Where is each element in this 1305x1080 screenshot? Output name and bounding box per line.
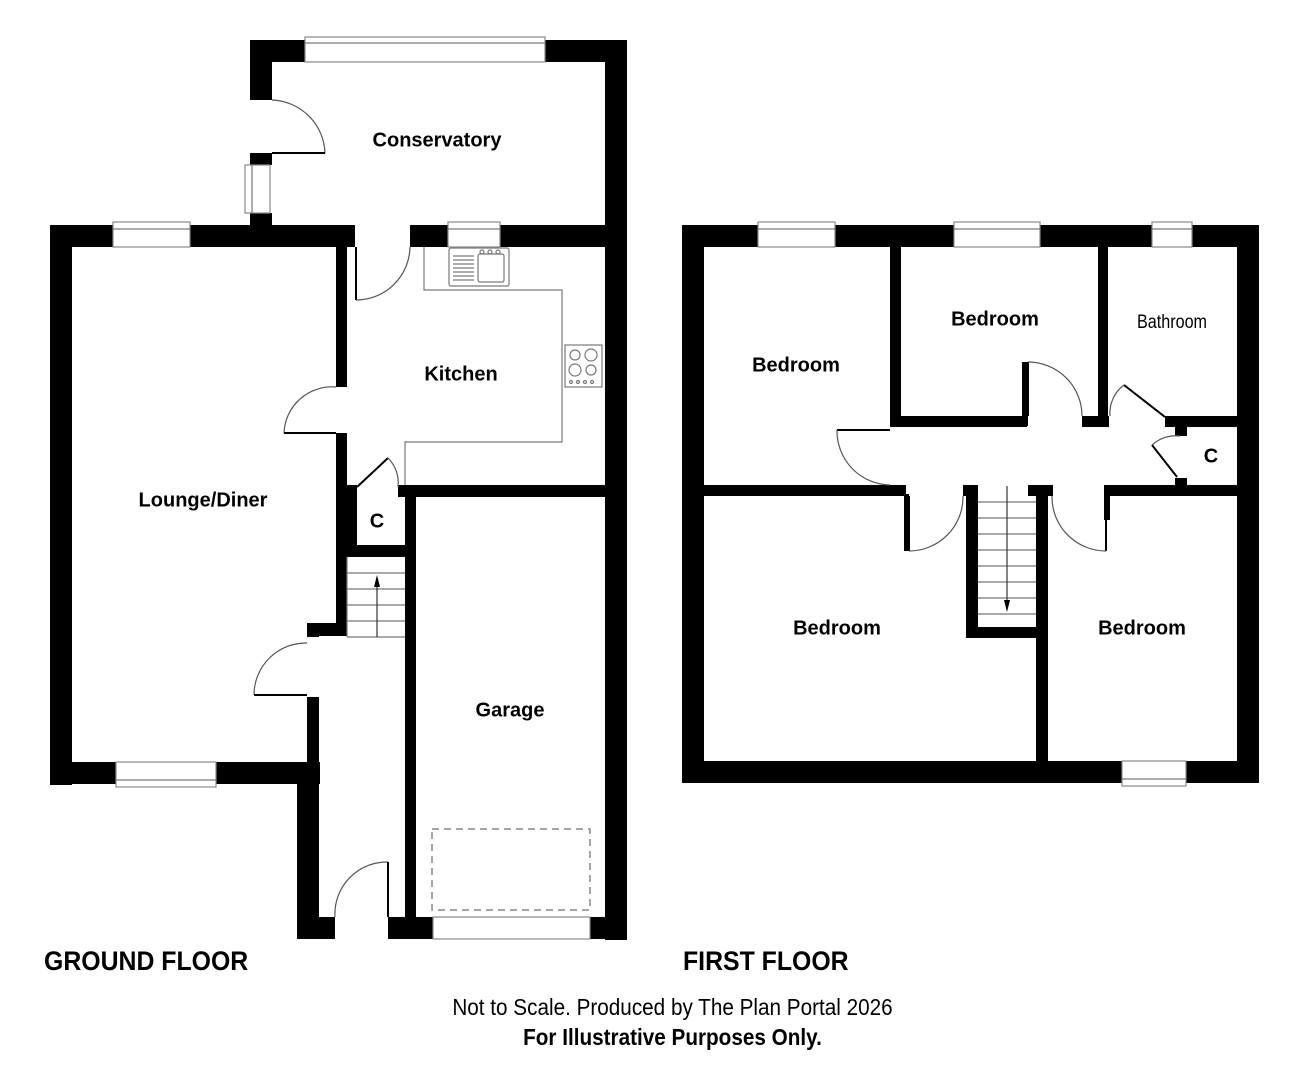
room-label-bedroom-bottom-right: Bedroom	[1098, 617, 1186, 640]
ground-floor-windows	[112, 36, 591, 940]
sink-bowl-icon	[477, 253, 505, 283]
ground-floor-walls	[50, 40, 627, 940]
first-floor-title: FIRST FLOOR	[683, 946, 849, 976]
first-floor-doors	[836, 361, 1181, 552]
ground-floor-title: GROUND FLOOR	[44, 946, 249, 976]
stairs-down-arrow-icon	[1004, 600, 1010, 612]
room-label-bedroom-bottom-left: Bedroom	[793, 617, 881, 640]
room-label-cupboard-ground: C	[369, 510, 385, 533]
first-floor-windows	[757, 221, 1193, 787]
sink-drainer-icon	[453, 255, 474, 281]
room-label-conservatory: Conservatory	[372, 129, 502, 152]
kitchen-fixtures	[404, 247, 603, 485]
ground-floor-stairs	[346, 557, 405, 638]
room-label-garage: Garage	[475, 699, 545, 722]
stairs-up-arrow-icon	[374, 575, 380, 587]
room-label-kitchen: Kitchen	[424, 363, 498, 386]
first-floor-walls	[682, 225, 1259, 783]
illustrative-note: For Illustrative Purposes Only.	[523, 1024, 822, 1050]
hob-icon	[564, 344, 603, 388]
room-label-bedroom-middle: Bedroom	[951, 308, 1039, 331]
room-label-lounge-diner: Lounge/Diner	[138, 489, 268, 512]
room-label-bathroom: Bathroom	[1136, 312, 1208, 333]
ground-floor-doors	[253, 99, 411, 918]
disclaimer-text: Not to Scale. Produced by The Plan Porta…	[452, 994, 893, 1020]
room-label-cupboard-first: C	[1203, 445, 1219, 468]
room-label-bedroom-left: Bedroom	[752, 354, 840, 377]
first-floor-stairs	[978, 486, 1036, 615]
garage-door-outline	[431, 828, 591, 911]
